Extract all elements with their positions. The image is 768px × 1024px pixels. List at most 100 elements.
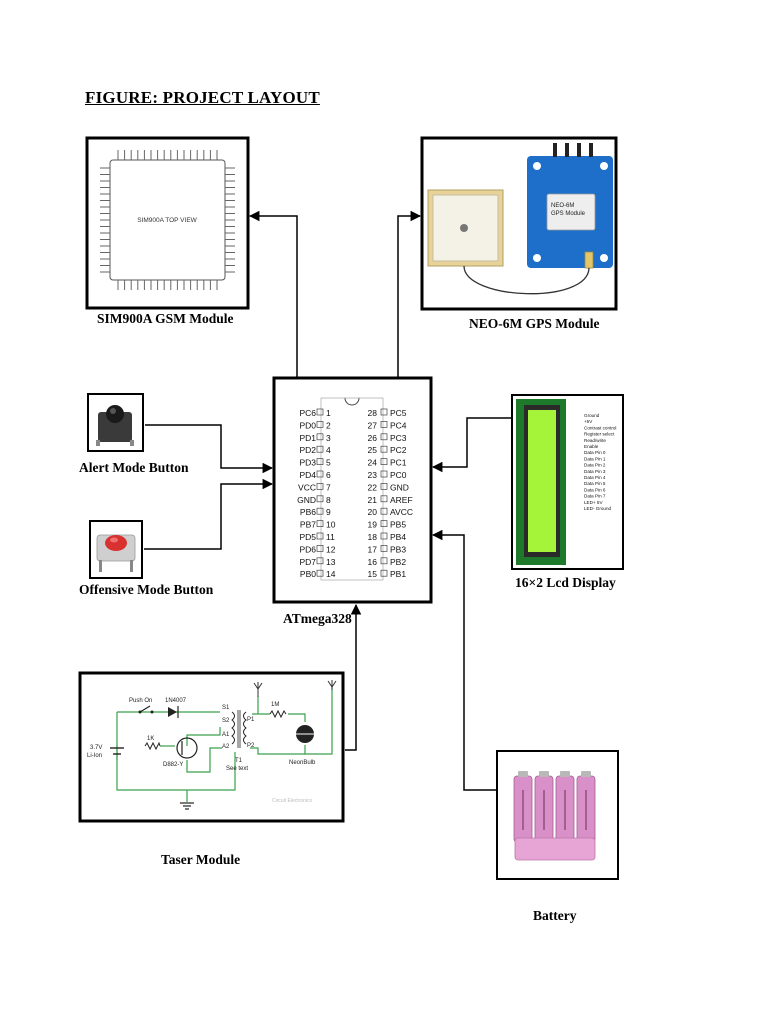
mcu-pin-pad (316, 507, 324, 515)
mcu-pin-name: GND (390, 482, 409, 492)
taser-diode-label: 1N4007 (165, 698, 187, 704)
mcu-pin-number: 18 (368, 532, 378, 542)
lcd-pin-desc: Register select (584, 432, 615, 437)
mcu-pin-number: 27 (368, 420, 378, 430)
taser-neon-label: NeonBulb (289, 760, 316, 766)
mcu-pin-number: 4 (326, 445, 331, 455)
mcu-pin-pad (380, 507, 388, 515)
mcu-pin-number: 1 (326, 408, 331, 418)
mcu-pin-number: 2 (326, 420, 331, 430)
mcu-pin-name: PC2 (390, 445, 407, 455)
lcd-pin-label: VCC (570, 419, 580, 424)
mcu-pin-name: PC0 (390, 470, 407, 480)
gsm-chip-text: SIM900A TOP VIEW (137, 217, 197, 224)
mcu-pin-number: 8 (326, 495, 331, 505)
mcu-pin-number: 23 (368, 470, 378, 480)
mcu-pin-number: 24 (368, 458, 378, 468)
taser-module: Push On 1N4007 1K 1M 3.7V Li-Ion D882-Y … (78, 671, 345, 823)
gps-module: NEO-6M GPS Module (420, 136, 618, 311)
lcd-pin-desc: Data Pin 6 (584, 487, 606, 492)
mcu-pin-name: PD4 (299, 470, 316, 480)
mcu-pin-pad (316, 557, 324, 565)
lcd-pin-label: D1 (574, 456, 580, 461)
offensive-button-label: Offensive Mode Button (79, 582, 214, 597)
mcu-pin-pad (380, 458, 388, 465)
mcu-pin-pad (316, 470, 324, 478)
lcd-pin-label: D2 (574, 463, 580, 468)
mcu-pin-name: GND (297, 495, 316, 505)
mcu-pin-pad (380, 470, 388, 478)
wire-alert-to-mcu (145, 424, 274, 474)
taser-battery-label: 3.7V (90, 745, 102, 751)
wire-lcd-to-mcu (431, 417, 512, 473)
mcu-pin-name: PB3 (390, 544, 406, 554)
mcu-pin-name: PC4 (390, 420, 407, 430)
lcd-pin-label: E (577, 444, 580, 449)
lcd-pin-label: D6 (574, 487, 580, 492)
mcu-pin-name: PB2 (390, 557, 406, 567)
lcd-pin-desc: Data Pin 3 (584, 469, 606, 474)
mcu-pin-pad (380, 520, 388, 527)
lcd-pin-desc: +5V (584, 419, 593, 424)
mcu-pin-pad (380, 483, 388, 490)
mcu-pin-name: PC5 (390, 408, 407, 418)
mcu-pin-pad (316, 545, 324, 552)
mcu-pin-pad (316, 495, 324, 503)
lcd-pin-desc: LED+ 5V (584, 500, 603, 505)
mcu-pin-number: 14 (326, 569, 336, 579)
gps-antenna-cable (463, 265, 590, 295)
wire-mcu-to-gps (397, 210, 422, 378)
taser-transistor-label: D882-Y (163, 762, 183, 768)
connections (144, 210, 512, 791)
taser-s2-label: S2 (222, 718, 230, 724)
lcd-pin-desc: Data Pin 2 (584, 463, 606, 468)
battery-label: Battery (533, 908, 577, 923)
wire-mcu-to-gsm (248, 210, 298, 378)
mcu-pin-name: AREF (390, 495, 413, 505)
gps-board-text-2: GPS Module (551, 211, 586, 217)
mcu-pin-name: PD1 (299, 433, 316, 443)
taser-p1-label: P1 (247, 717, 255, 723)
lcd-label: 16×2 Lcd Display (515, 575, 616, 590)
lcd-pin-desc: Enable (584, 444, 599, 449)
battery-cell-cap (581, 771, 591, 777)
mcu-pin-number: 26 (368, 433, 378, 443)
taser-s1-label: S1 (222, 705, 230, 711)
taser-1k-label: 1K (147, 736, 154, 742)
taser-transformer-note: See text (226, 766, 248, 772)
mcu-pin-number: 20 (368, 507, 378, 517)
taser-watermark: Circuit Electronics (272, 798, 313, 804)
offensive-button-image (89, 520, 143, 579)
mcu-pin-number: 9 (326, 507, 331, 517)
lcd-pin-label: D3 (574, 469, 580, 474)
mcu-label: ATmega328 (283, 611, 352, 626)
gsm-module: SIM900A TOP VIEW (85, 136, 250, 310)
mcu-pin-number: 17 (368, 544, 378, 554)
battery-cell-cap (560, 771, 570, 777)
lcd-pin-desc: Data Pin 0 (584, 450, 606, 455)
mcu-pin-name: PD5 (299, 532, 316, 542)
lcd-pin-label: RW (572, 438, 580, 443)
mcu-pin-number: 16 (368, 557, 378, 567)
lcd-screen (528, 410, 556, 552)
lcd-pin-label: VSS (571, 413, 580, 418)
mcu-pin-name: PC3 (390, 433, 407, 443)
lcd-pin-desc: Data Pin 4 (584, 475, 606, 480)
gps-chip (546, 193, 596, 231)
mcu-pin-number: 7 (326, 482, 331, 492)
gps-board-text-1: NEO-6M (551, 203, 574, 209)
mcu-pin-pad (380, 532, 388, 540)
mcu-pin-pad (380, 421, 388, 428)
lcd-pin-desc: LED- Ground (584, 506, 612, 511)
mcu-pin-name: PB1 (390, 569, 406, 579)
lcd-pin-label: D7 (574, 494, 580, 499)
mcu-pin-name: PD2 (299, 445, 316, 455)
taser-label: Taser Module (161, 852, 241, 867)
mcu-pin-pad (380, 445, 388, 453)
alert-button-label: Alert Mode Button (79, 460, 189, 475)
mcu-pin-name: PB6 (300, 507, 316, 517)
wire-offensive-to-mcu (144, 478, 274, 550)
mcu-pin-name: PD3 (299, 458, 316, 468)
lcd-pin-desc: Data Pin 1 (584, 456, 606, 461)
